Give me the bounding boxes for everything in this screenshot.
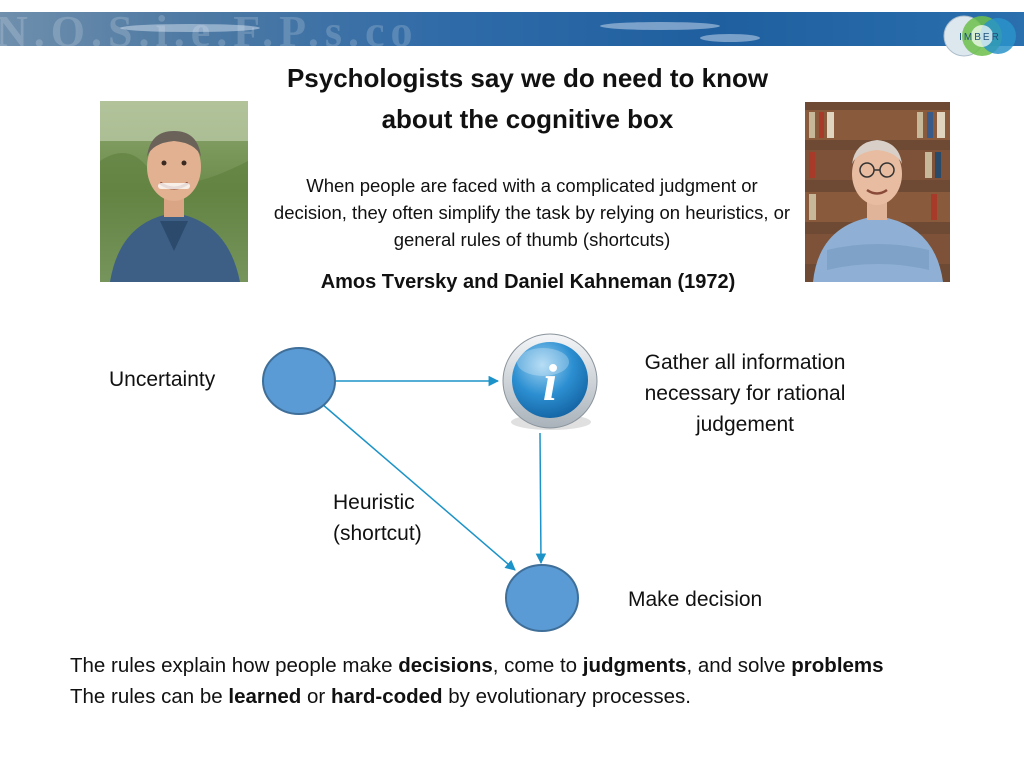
header-banner: N.O.S.i.e.F.P.s.co — [0, 12, 1024, 46]
footer-line1-mid1: , come to — [492, 654, 583, 677]
fish-graphic — [600, 22, 720, 30]
imber-logo: IMBER — [943, 15, 1016, 57]
fish-graphic — [120, 24, 260, 32]
uncertainty-node — [262, 347, 336, 415]
banner-watermark: N.O.S.i.e.F.P.s.co — [0, 12, 419, 46]
heuristic-label: Heuristic (shortcut) — [333, 487, 422, 549]
make-decision-label: Make decision — [628, 588, 763, 611]
footer-keyword-learned: learned — [228, 685, 302, 708]
uncertainty-label: Uncertainty — [109, 368, 216, 391]
arrow-heuristic-shortcut — [321, 403, 516, 571]
arrow-info-to-decision — [535, 432, 547, 565]
footer-keyword-hard-coded: hard-coded — [330, 685, 443, 708]
footer-keyword-judgments: judgments — [582, 654, 687, 677]
title-line-2: about the cognitive box — [381, 104, 674, 134]
title-line-1: Psychologists say we do need to know — [286, 63, 769, 93]
gather-information-label: Gather all information necessary for rat… — [644, 351, 846, 436]
kahneman-photo — [805, 102, 950, 282]
footer-text: The rules explain how people make decisi… — [70, 650, 1000, 712]
decision-node — [505, 564, 579, 632]
footer-line2-mid1: or — [301, 685, 331, 708]
footer-keyword-problems: problems — [791, 654, 884, 677]
footer-line-1: The rules explain how people make decisi… — [70, 650, 1000, 681]
heuristics-quote: When people are faced with a complicated… — [273, 175, 791, 250]
heuristic-label-line-2: (shortcut) — [333, 522, 422, 545]
footer-keyword-decisions: decisions — [398, 654, 493, 677]
authors-citation: Amos Tversky and Daniel Kahneman (1972) — [320, 271, 736, 293]
footer-line1-prefix: The rules explain how people make — [70, 654, 399, 677]
footer-line1-mid2: , and solve — [686, 654, 792, 677]
footer-line-2: The rules can be learned or hard-coded b… — [70, 681, 1000, 712]
logo-text: IMBER — [959, 32, 1001, 43]
info-glyph: i — [543, 355, 558, 412]
fish-graphic — [700, 34, 760, 42]
slide-title: Psychologists say we do need to know abo… — [230, 58, 825, 140]
footer-line2-prefix: The rules can be — [70, 685, 229, 708]
footer-line2-suffix: by evolutionary processes. — [442, 685, 691, 708]
heuristic-label-line-1: Heuristic — [333, 491, 415, 514]
tversky-photo — [100, 101, 248, 282]
information-icon: i — [502, 333, 598, 430]
